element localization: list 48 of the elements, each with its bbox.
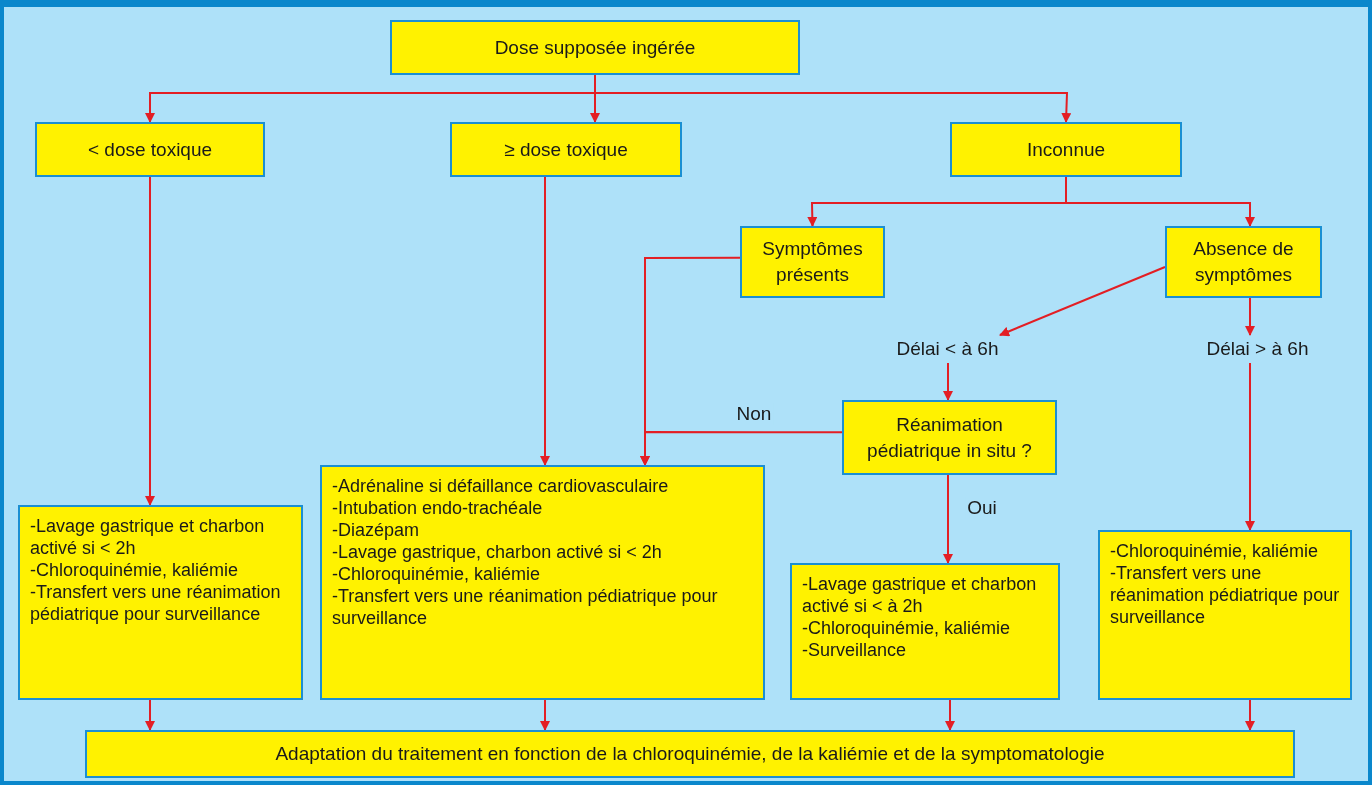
action-box (790, 563, 1060, 700)
action-box (1098, 530, 1352, 700)
arrow (999, 266, 1166, 337)
box-label: ≥ dose toxique (504, 137, 628, 162)
list-item: -Transfert vers une réanimation pédiatrique pour surveillance (332, 585, 719, 629)
box-label: Symptômes présents (761, 237, 864, 287)
condition-text: Délai < à 6h (896, 337, 999, 361)
arrow (640, 431, 843, 466)
process-box (950, 122, 1182, 177)
box-label: Dose supposée ingérée (494, 35, 696, 60)
list-item: -Adrénaline si défaillance cardiovasculaire (332, 475, 670, 497)
process-box (740, 226, 885, 298)
arrow (943, 474, 953, 564)
arrow (1245, 297, 1255, 336)
list-item: -Lavage gastrique et charbon activé si < à 2h (802, 573, 1038, 617)
box-label: Inconnue (1026, 137, 1106, 162)
arrow (145, 699, 155, 731)
box-label: < dose toxique (87, 137, 213, 162)
box-label: Absence de symptômes (1192, 237, 1295, 287)
arrow (540, 699, 550, 731)
arrow (145, 176, 155, 506)
arrow (945, 699, 955, 731)
action-box (320, 465, 765, 700)
list-item: -Chloroquinémie, kaliémie (1110, 540, 1320, 562)
process-box (450, 122, 682, 177)
list-item: -Diazépam (332, 519, 421, 541)
condition-text: Délai > à 6h (1206, 337, 1309, 361)
list-item: -Chloroquinémie, kaliémie (30, 559, 240, 581)
box-label: Adaptation du traitement en fonction de la chloroquinémie, de la kaliémie et de la symptomatologie (275, 742, 1105, 766)
process-box (85, 730, 1295, 778)
list-item: -Chloroquinémie, kaliémie (802, 617, 1012, 639)
arrow (1245, 699, 1255, 731)
arrow (540, 176, 550, 466)
list-item: -Lavage gastrique, charbon activé si < 2h (332, 541, 663, 563)
process-box (390, 20, 800, 75)
list-item: -Surveillance (802, 639, 908, 661)
action-box (18, 505, 303, 700)
list-item: -Chloroquinémie, kaliémie (332, 563, 542, 585)
list-item: -Intubation endo-trachéale (332, 497, 544, 519)
process-box (1165, 226, 1322, 298)
list-item: -Lavage gastrique et charbon activé si < 2h (30, 515, 266, 559)
process-box (842, 400, 1057, 475)
list-item: -Transfert vers une réanimation pédiatrique pour surveillance (1110, 562, 1340, 628)
process-box (35, 122, 265, 177)
arrow (1245, 362, 1255, 531)
list-item: -Transfert vers une réanimation pédiatrique pour surveillance (30, 581, 282, 625)
box-label: Réanimation pédiatrique in situ ? (866, 412, 1033, 463)
arrow (943, 362, 953, 401)
